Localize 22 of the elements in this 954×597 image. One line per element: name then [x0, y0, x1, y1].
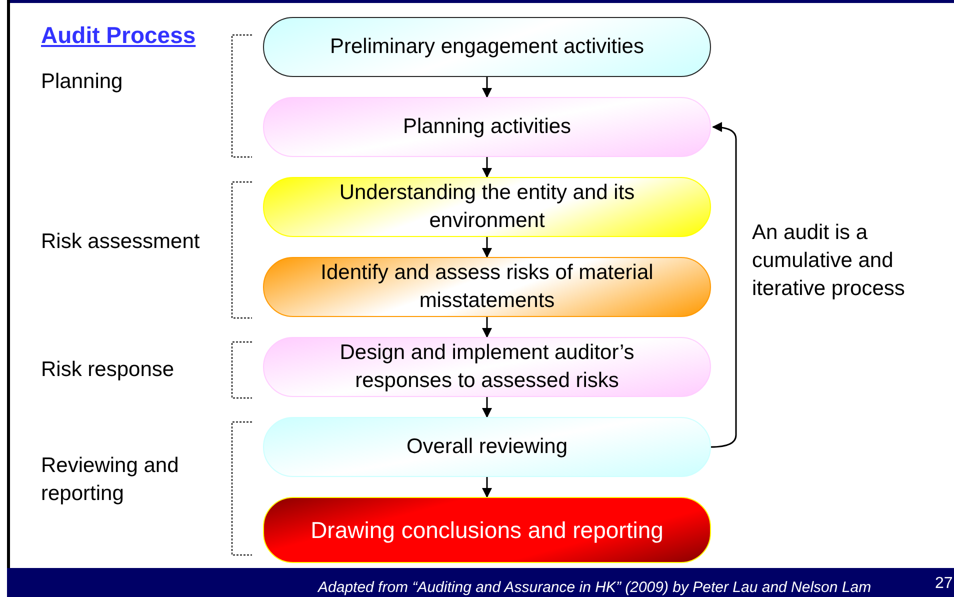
arrow: [482, 157, 492, 178]
process-step: Drawing conclusions and reporting: [263, 497, 711, 563]
page-number: 27: [935, 574, 953, 593]
arrow: [482, 77, 492, 98]
process-step: Design and implement auditor’s responses to assessed risks: [263, 337, 711, 397]
arrow: [710, 122, 737, 448]
note-text: An audit is a cumulative and iterative process: [752, 220, 906, 302]
process-step: Understanding the entity and its environment: [263, 177, 711, 237]
stage-label: Risk assessment: [41, 229, 200, 255]
arrow: [482, 317, 492, 338]
stage-label: Risk response: [41, 357, 174, 383]
stage-label: Reviewing and reporting: [41, 453, 180, 507]
process-step: Identify and assess risks of material misstatements: [263, 257, 711, 317]
arrow: [482, 237, 492, 258]
source-note: Adapted from “Auditing and Assurance in HK” (2009) by Peter Lau and Nelson Lam: [318, 578, 872, 597]
process-step: Planning activities: [263, 97, 711, 157]
arrow: [482, 477, 492, 498]
process-step: Preliminary engagement activities: [263, 17, 711, 77]
title-link: Audit Process: [41, 22, 196, 49]
stage-label: Planning: [41, 69, 123, 95]
process-step: Overall reviewing: [263, 417, 711, 477]
arrow: [482, 397, 492, 418]
